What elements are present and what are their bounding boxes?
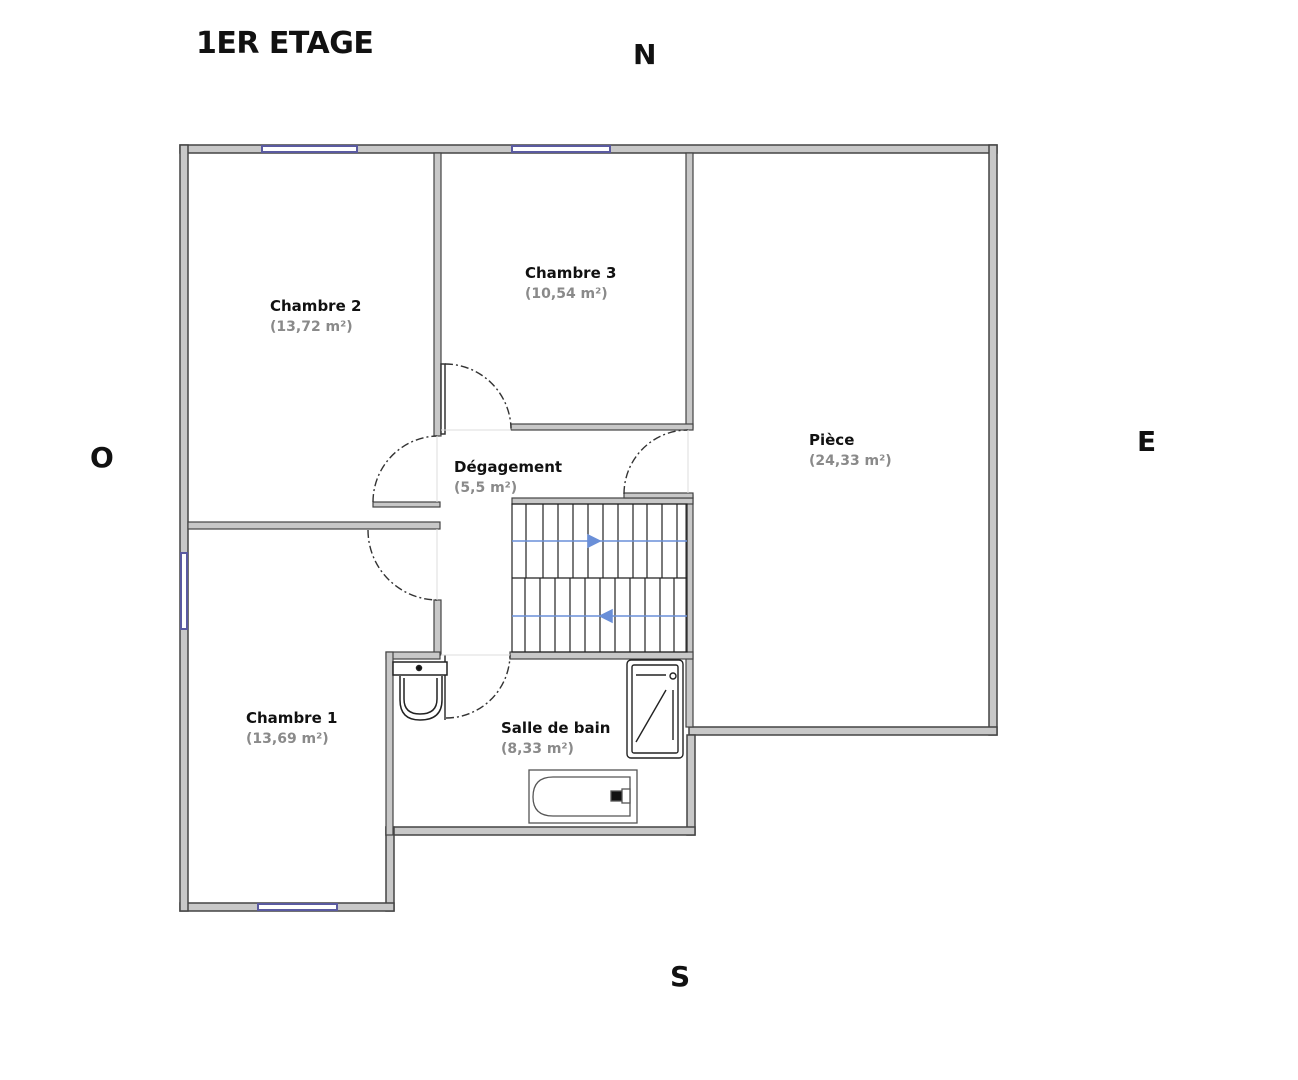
room-chambre-3: Chambre 3 (10,54 m²)	[525, 264, 616, 302]
window-chambre1-south	[257, 903, 338, 911]
room-degagement: Dégagement (5,5 m²)	[454, 458, 562, 496]
stair-arrows	[512, 533, 687, 624]
floor-title: 1ER ETAGE	[196, 26, 374, 61]
room-name: Dégagement	[454, 458, 563, 476]
room-name: Salle de bain	[501, 719, 611, 737]
room-name: Chambre 3	[525, 264, 617, 282]
door-piece	[623, 429, 689, 495]
room-name: Chambre 2	[270, 297, 362, 315]
room-area: (8,33 m²)	[501, 741, 574, 757]
door-bathroom	[445, 654, 511, 719]
room-area: (24,33 m²)	[809, 453, 892, 469]
room-name: Chambre 1	[246, 709, 338, 727]
room-chambre-1: Chambre 1 (13,69 m²)	[246, 709, 337, 747]
window-chambre2	[261, 145, 358, 153]
room-area: (5,5 m²)	[454, 480, 518, 496]
compass-west: O	[90, 441, 114, 474]
bathtub-icon	[528, 769, 638, 824]
door-chambre3	[444, 363, 512, 429]
arrow-left-icon	[598, 608, 613, 624]
room-area: (10,54 m²)	[525, 286, 608, 302]
window-chambre1-west	[180, 552, 188, 630]
toilet-icon	[392, 661, 448, 721]
room-area: (13,69 m²)	[246, 731, 329, 747]
shower-icon	[626, 659, 684, 759]
compass-north: N	[633, 38, 657, 71]
door-chambre1	[367, 529, 438, 601]
door-swings	[367, 363, 689, 719]
room-piece: Pièce (24,33 m²)	[809, 431, 892, 469]
room-chambre-2: Chambre 2 (13,72 m²)	[270, 297, 361, 335]
door-chambre2	[372, 435, 438, 503]
room-area: (13,72 m²)	[270, 319, 353, 335]
room-salle-de-bain: Salle de bain (8,33 m²)	[501, 719, 610, 757]
arrow-right-icon	[587, 533, 602, 549]
compass-east: E	[1137, 425, 1157, 458]
compass-south: S	[670, 960, 691, 993]
staircase	[511, 503, 688, 653]
window-chambre3	[511, 145, 611, 153]
windows	[180, 145, 611, 911]
room-name: Pièce	[809, 431, 855, 449]
